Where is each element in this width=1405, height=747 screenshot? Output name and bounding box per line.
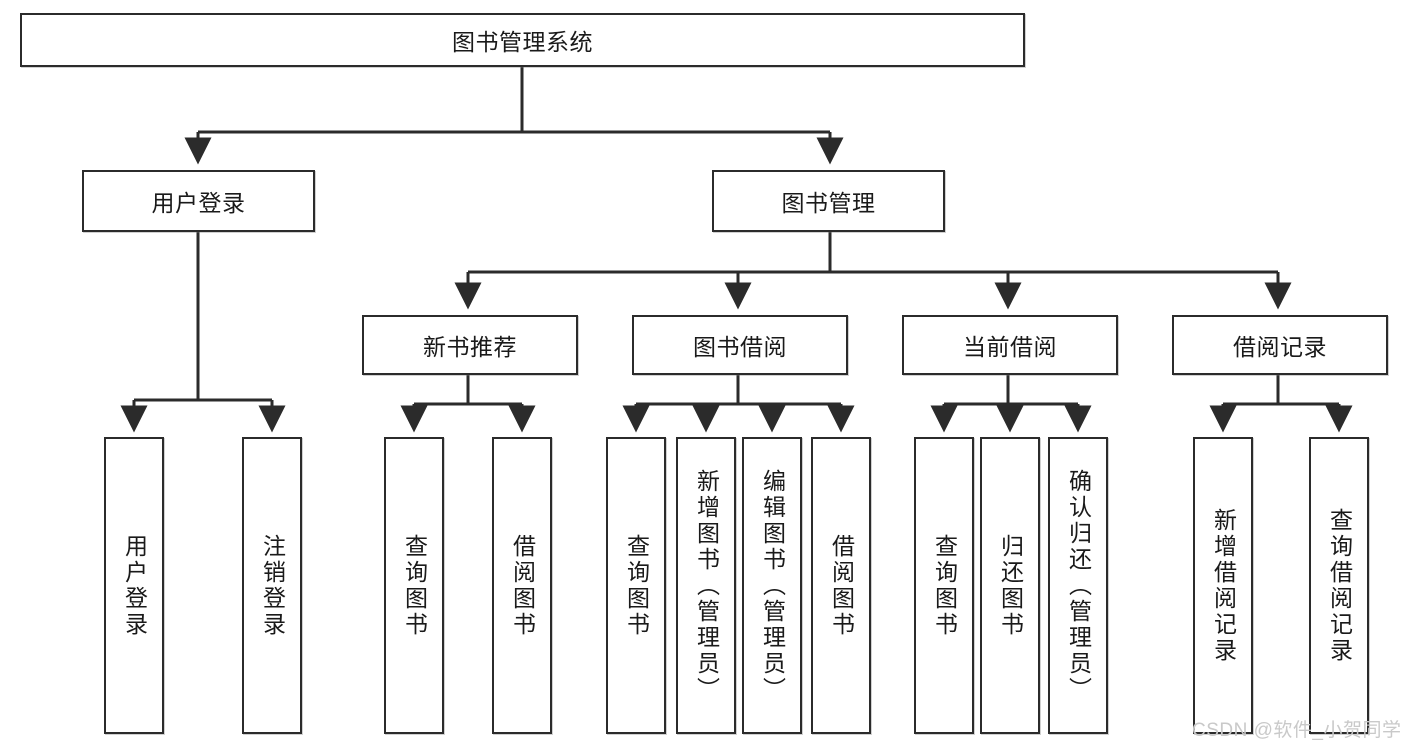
node-label: 图书管理 [781,190,876,216]
leaf-current-confirm-return-admin[interactable]: 确认归还（管理员） [1048,437,1108,734]
node-label: 编辑图书（管理员） [759,468,786,703]
node-label: 新增图书（管理员） [693,468,720,703]
node-label: 用户登录 [121,533,148,638]
leaf-borrow-add-book-admin[interactable]: 新增图书（管理员） [676,437,736,734]
node-user-login[interactable]: 用户登录 [82,170,315,232]
leaf-recommend-borrow-book[interactable]: 借阅图书 [492,437,552,734]
node-label: 新书推荐 [423,334,517,360]
node-label: 查询图书 [931,533,958,638]
node-book-borrow[interactable]: 图书借阅 [632,315,848,375]
leaf-user-login-logout[interactable]: 注销登录 [242,437,302,734]
node-label: 查询借阅记录 [1326,507,1353,664]
node-label: 注销登录 [259,533,286,638]
node-borrow-record[interactable]: 借阅记录 [1172,315,1388,375]
node-new-book-recommend[interactable]: 新书推荐 [362,315,578,375]
node-label: 新增借阅记录 [1210,507,1237,664]
node-label: 当前借阅 [963,334,1057,360]
node-current-borrow[interactable]: 当前借阅 [902,315,1118,375]
node-label: 查询图书 [401,533,428,638]
node-label: 用户登录 [151,190,246,216]
leaf-borrow-borrow-book[interactable]: 借阅图书 [811,437,871,734]
leaf-record-add-record[interactable]: 新增借阅记录 [1193,437,1253,734]
node-root-system[interactable]: 图书管理系统 [20,13,1025,67]
node-label: 图书借阅 [693,334,787,360]
node-book-management[interactable]: 图书管理 [712,170,945,232]
leaf-record-query-record[interactable]: 查询借阅记录 [1309,437,1369,734]
leaf-borrow-query-book[interactable]: 查询图书 [606,437,666,734]
node-label: 借阅记录 [1233,334,1327,360]
node-label: 借阅图书 [828,533,855,638]
leaf-current-query-book[interactable]: 查询图书 [914,437,974,734]
leaf-borrow-edit-book-admin[interactable]: 编辑图书（管理员） [742,437,802,734]
node-label: 归还图书 [997,533,1024,638]
leaf-recommend-query-book[interactable]: 查询图书 [384,437,444,734]
node-label: 查询图书 [623,533,650,638]
leaf-current-return-book[interactable]: 归还图书 [980,437,1040,734]
node-label: 确认归还（管理员） [1065,468,1092,703]
node-label: 图书管理系统 [452,29,593,55]
csdn-watermark: CSDN @软件_小贺同学 [1192,720,1402,741]
node-label: 借阅图书 [509,533,536,638]
leaf-user-login-login[interactable]: 用户登录 [104,437,164,734]
